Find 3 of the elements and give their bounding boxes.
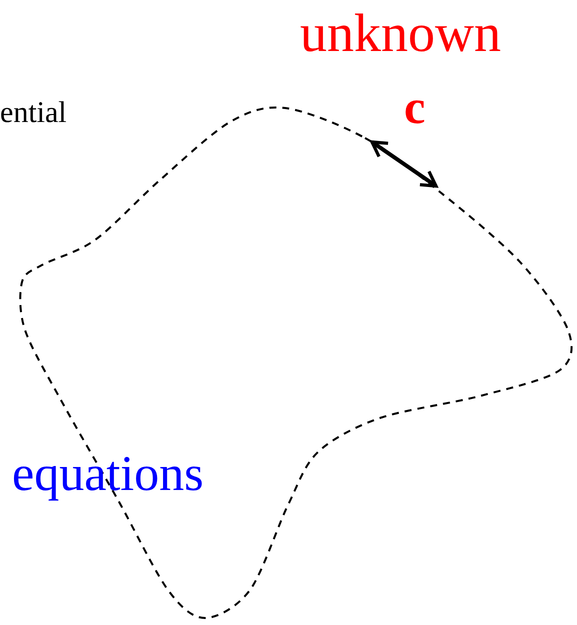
partial-label: ential [0, 98, 67, 128]
unknown-label: unknown [300, 6, 501, 60]
variable-label: c [404, 84, 426, 132]
